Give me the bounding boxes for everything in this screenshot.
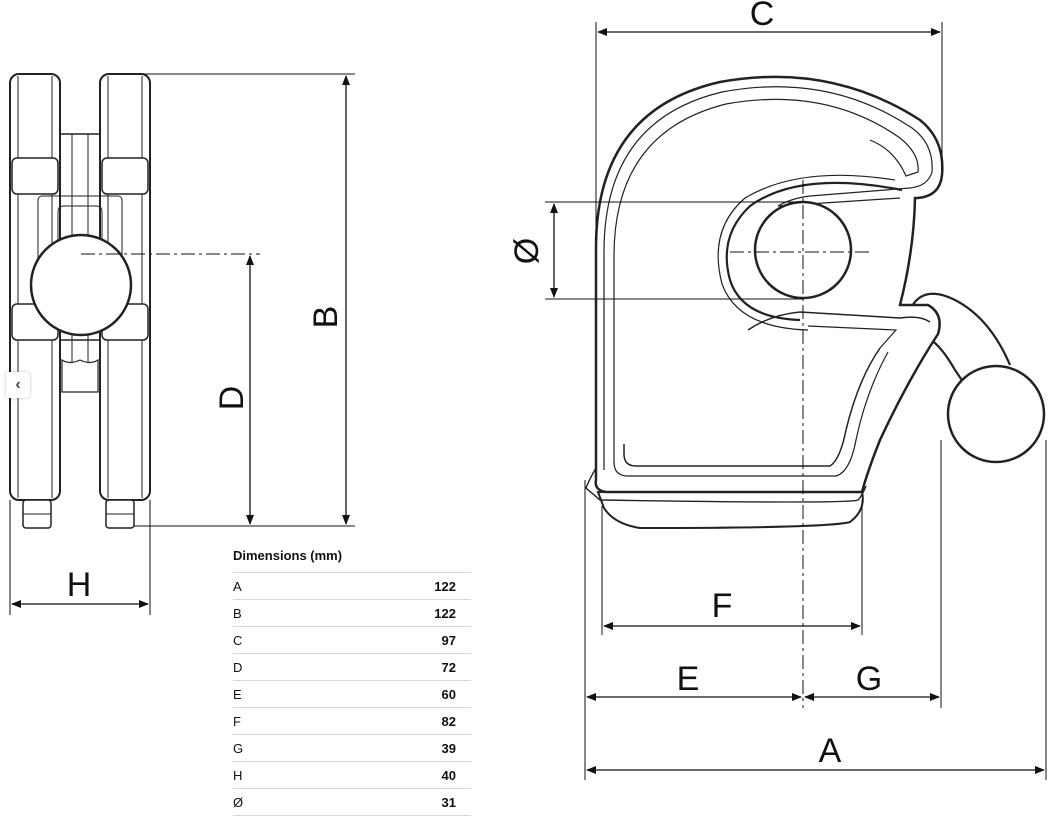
dimension-label: F [233,713,241,729]
dimensions-row: G 39 [233,734,471,761]
dimensions-row: E 60 [233,680,471,707]
dimensions-row: H 40 [233,761,471,788]
carousel-prev-button[interactable]: ‹ [6,372,30,398]
dimension-value: 122 [434,578,456,594]
dim-label-g: G [856,660,882,698]
dim-label-b: B [307,306,345,329]
dimensions-row: B 122 [233,599,471,626]
front-dimensions [545,22,1047,780]
dimension-label: B [233,605,242,621]
dimension-value: 39 [441,740,456,756]
dim-label-a: A [819,732,842,770]
dimension-label: C [233,632,243,648]
dimension-value: 72 [441,659,456,675]
dimension-value: 31 [441,794,456,810]
chevron-left-icon: ‹ [15,376,21,393]
dimension-value: 97 [441,632,456,648]
dimensions-title: Dimensions (mm) [233,548,343,563]
dimension-value: 82 [441,713,456,729]
dimensions-row: A 122 [233,572,471,599]
side-dimensions [9,73,355,615]
dimension-value: 40 [441,767,456,783]
dimensions-row: Ø 31 [233,788,471,816]
dimensions-row: C 97 [233,626,471,653]
dim-label-c: C [750,0,775,33]
dim-label-d: D [213,386,251,411]
dimensions-row: F 82 [233,707,471,734]
dimension-label: H [233,767,243,783]
front-view [585,75,1046,530]
dimension-label: Ø [233,794,244,810]
dimension-label: E [233,686,242,702]
side-view [9,73,151,529]
dimension-label: G [233,740,244,756]
dimension-value: 122 [434,605,456,621]
dim-label-diameter: Ø [508,238,546,264]
dimension-value: 60 [441,686,456,702]
dim-label-h: H [67,566,92,604]
dimensions-row: D 72 [233,653,471,680]
dim-label-e: E [677,660,700,698]
dim-label-f: F [712,587,733,625]
dimension-label: D [233,659,243,675]
dimension-label: A [233,578,242,594]
